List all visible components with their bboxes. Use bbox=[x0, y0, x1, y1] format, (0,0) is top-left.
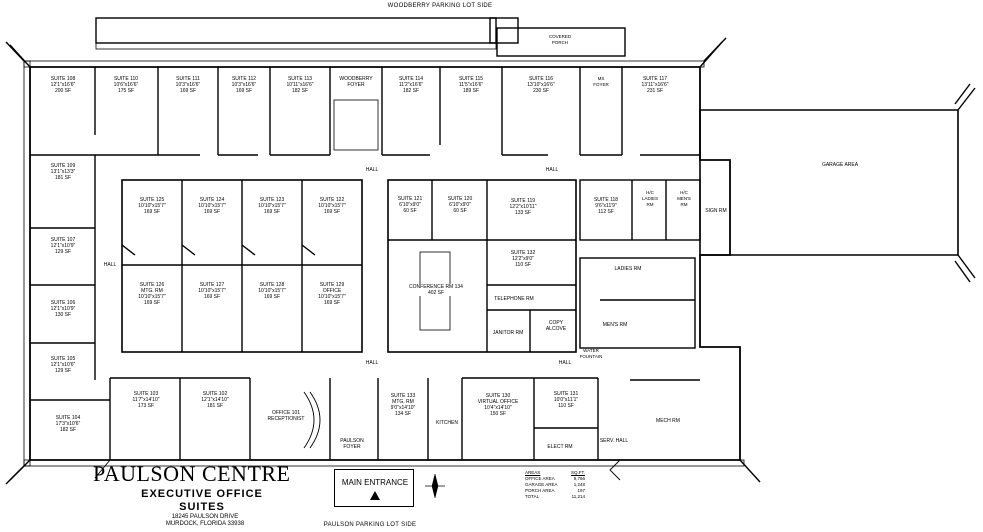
hall-label-left: HALL bbox=[103, 262, 117, 268]
areas-row-label: TOTAL bbox=[525, 494, 540, 499]
sign-room: SIGN RM bbox=[705, 208, 727, 214]
elect-room: ELECT RM bbox=[547, 444, 573, 450]
telephone-room: TELEPHONE RM bbox=[494, 296, 534, 302]
main-entrance-label: MAIN ENTRANCE bbox=[341, 478, 409, 487]
mech-room: MECH RM bbox=[656, 418, 680, 424]
building-title: PAULSON CENTRE bbox=[93, 461, 291, 486]
areas-row-value: 9,766 bbox=[573, 476, 585, 481]
sqft-header: SQ.FT. bbox=[570, 470, 585, 475]
hall-label-top: HALL bbox=[365, 167, 379, 173]
janitor-room: JANITOR RM bbox=[492, 330, 524, 336]
areas-header: AREAS bbox=[525, 470, 541, 475]
entrance-arrow-icon bbox=[370, 491, 380, 500]
hall-label-top-right: HALL bbox=[545, 167, 559, 173]
kitchen: KITCHEN bbox=[436, 420, 458, 426]
areas-row-value: 1,248 bbox=[573, 482, 585, 487]
ladies-room: LADIES RM bbox=[614, 266, 642, 272]
garage-area: GARAGE AREA bbox=[821, 162, 859, 168]
hall-label-bottom-right: HALL bbox=[558, 360, 572, 366]
service-hall: SERV. HALL bbox=[599, 438, 629, 444]
top-parking-label: WOODBERRY PARKING LOT SIDE bbox=[387, 3, 493, 9]
areas-row-label: OFFICE AREA bbox=[525, 476, 555, 481]
main-entrance-box: MAIN ENTRANCE bbox=[334, 469, 414, 507]
areas-table: AREAS SQ.FT. OFFICE AREA 9,766 GARAGE AREA… bbox=[525, 470, 585, 500]
areas-row-label: GARAGE AREA bbox=[525, 482, 558, 487]
bottom-parking-label: PAULSON PARKING LOT SIDE bbox=[323, 522, 417, 528]
hall-label-bottom: HALL bbox=[365, 360, 379, 366]
areas-row-label: PORCH AREA bbox=[525, 488, 555, 493]
areas-row-value: 197 bbox=[577, 488, 585, 493]
mens-room: MEN'S RM bbox=[602, 322, 628, 328]
areas-row-value: 11,214 bbox=[571, 494, 585, 499]
